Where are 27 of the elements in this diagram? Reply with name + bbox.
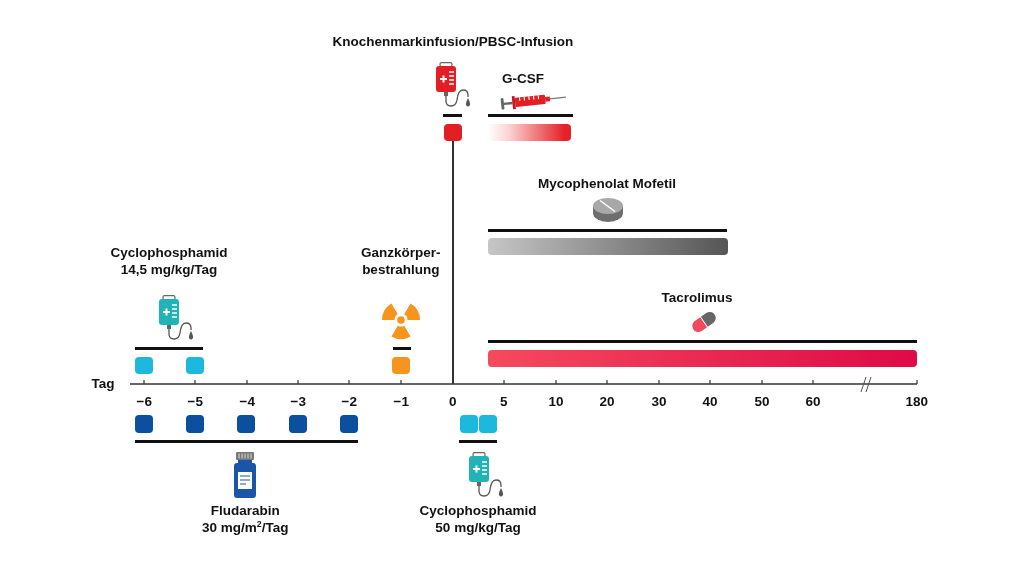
tick-label: 0	[449, 393, 457, 410]
event-label: Knochenmarkinfusion/PBSC-Infusion	[332, 33, 574, 50]
treatment-label: Tacrolimus	[661, 289, 733, 306]
duration-bar	[488, 238, 728, 255]
tick-label: 5	[500, 393, 508, 410]
duration-bar	[488, 124, 571, 141]
axis-title: Tag	[91, 375, 115, 392]
tick-label: −1	[393, 393, 409, 410]
tick-label: 20	[599, 393, 615, 410]
tick-label: 60	[805, 393, 821, 410]
treatment-label: Fludarabin 30 mg/m$^{2}$/Tag	[202, 502, 289, 536]
duration-bar	[488, 350, 917, 367]
treatment-label: Cyclophosphamid 14,5 mg/kg/Tag	[110, 244, 228, 278]
treatment-label: Cyclophosphamid 50 mg/kg/Tag	[419, 502, 537, 536]
tick-label: 30	[651, 393, 667, 410]
tick-label: 10	[548, 393, 564, 410]
tick-label: 180	[905, 393, 929, 410]
tick-label: −2	[341, 393, 357, 410]
treatment-label: G-CSF	[502, 70, 544, 87]
treatment-label: Mycophenolat Mofetil	[538, 175, 676, 192]
tick-label: 50	[754, 393, 770, 410]
tick-label: 40	[702, 393, 718, 410]
tick-label: −6	[136, 393, 152, 410]
treatment-label: Ganzkörper-bestrahlung	[361, 244, 441, 278]
tick-label: −4	[239, 393, 255, 410]
tick-label: −3	[290, 393, 306, 410]
tick-label: −5	[187, 393, 203, 410]
